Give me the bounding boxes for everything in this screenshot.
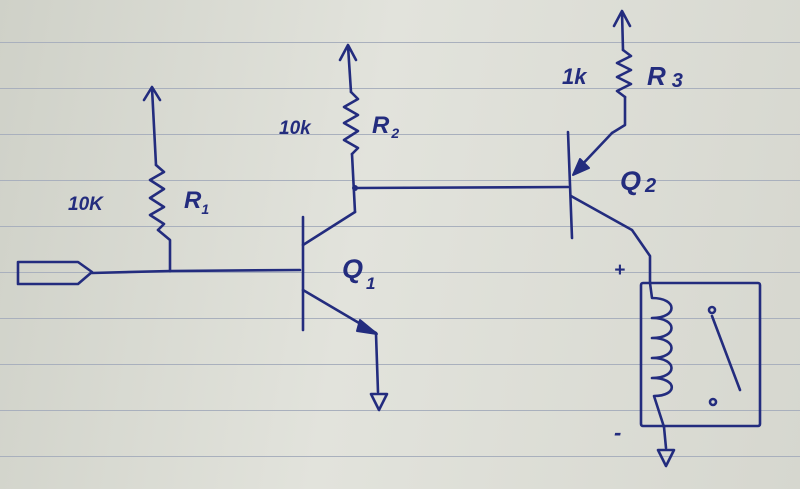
q2-collector	[569, 194, 652, 285]
r3-subscript: 3	[672, 70, 683, 92]
q1-collector	[301, 210, 357, 247]
r1-letter: R	[184, 187, 202, 214]
relay-contact-bottom	[708, 397, 718, 407]
r1-supply-wire	[150, 86, 158, 167]
r2-subscript: 2	[390, 125, 399, 141]
q2-base-bar	[566, 130, 574, 240]
relay-minus-sign: -	[614, 420, 621, 445]
q1-ground-symbol	[369, 392, 389, 412]
relay-contact-top	[707, 305, 717, 315]
input-wire	[90, 268, 302, 275]
r1-lower-wire	[156, 228, 172, 273]
relay-box	[639, 281, 762, 428]
r2-letter: R	[372, 112, 390, 139]
r2-lower-wire	[350, 152, 357, 214]
r1-subscript: 1	[201, 201, 209, 217]
input-connector	[16, 260, 94, 286]
q1-subscript: 1	[366, 274, 375, 293]
r2-resistor	[342, 90, 360, 156]
q1-letter: Q	[342, 254, 363, 284]
relay-plus-sign: +	[614, 260, 625, 281]
r2-value: 10k	[279, 118, 312, 139]
r3-letter: R	[647, 61, 666, 91]
q1-emitter-arrow	[356, 319, 378, 335]
r3-resistor	[615, 48, 633, 99]
relay-ground-symbol	[656, 448, 676, 468]
r1-name: R1	[184, 187, 209, 217]
r1-resistor	[148, 163, 166, 232]
q2-base-wire	[353, 185, 570, 190]
q2-subscript: 2	[644, 175, 656, 197]
q2-letter: Q	[620, 166, 641, 196]
q2-emitter-arrow	[572, 158, 590, 176]
r3-value: 1k	[562, 64, 588, 89]
r2-supply-wire	[346, 44, 353, 94]
relay-ground-wire	[662, 425, 668, 450]
relay-coil	[648, 281, 673, 429]
r1-value: 10K	[68, 194, 104, 215]
r3-supply-wire	[620, 10, 625, 52]
q1-ground-wire	[374, 332, 380, 394]
relay-switch-arm	[710, 314, 742, 392]
r3-lower-wire	[610, 95, 627, 135]
